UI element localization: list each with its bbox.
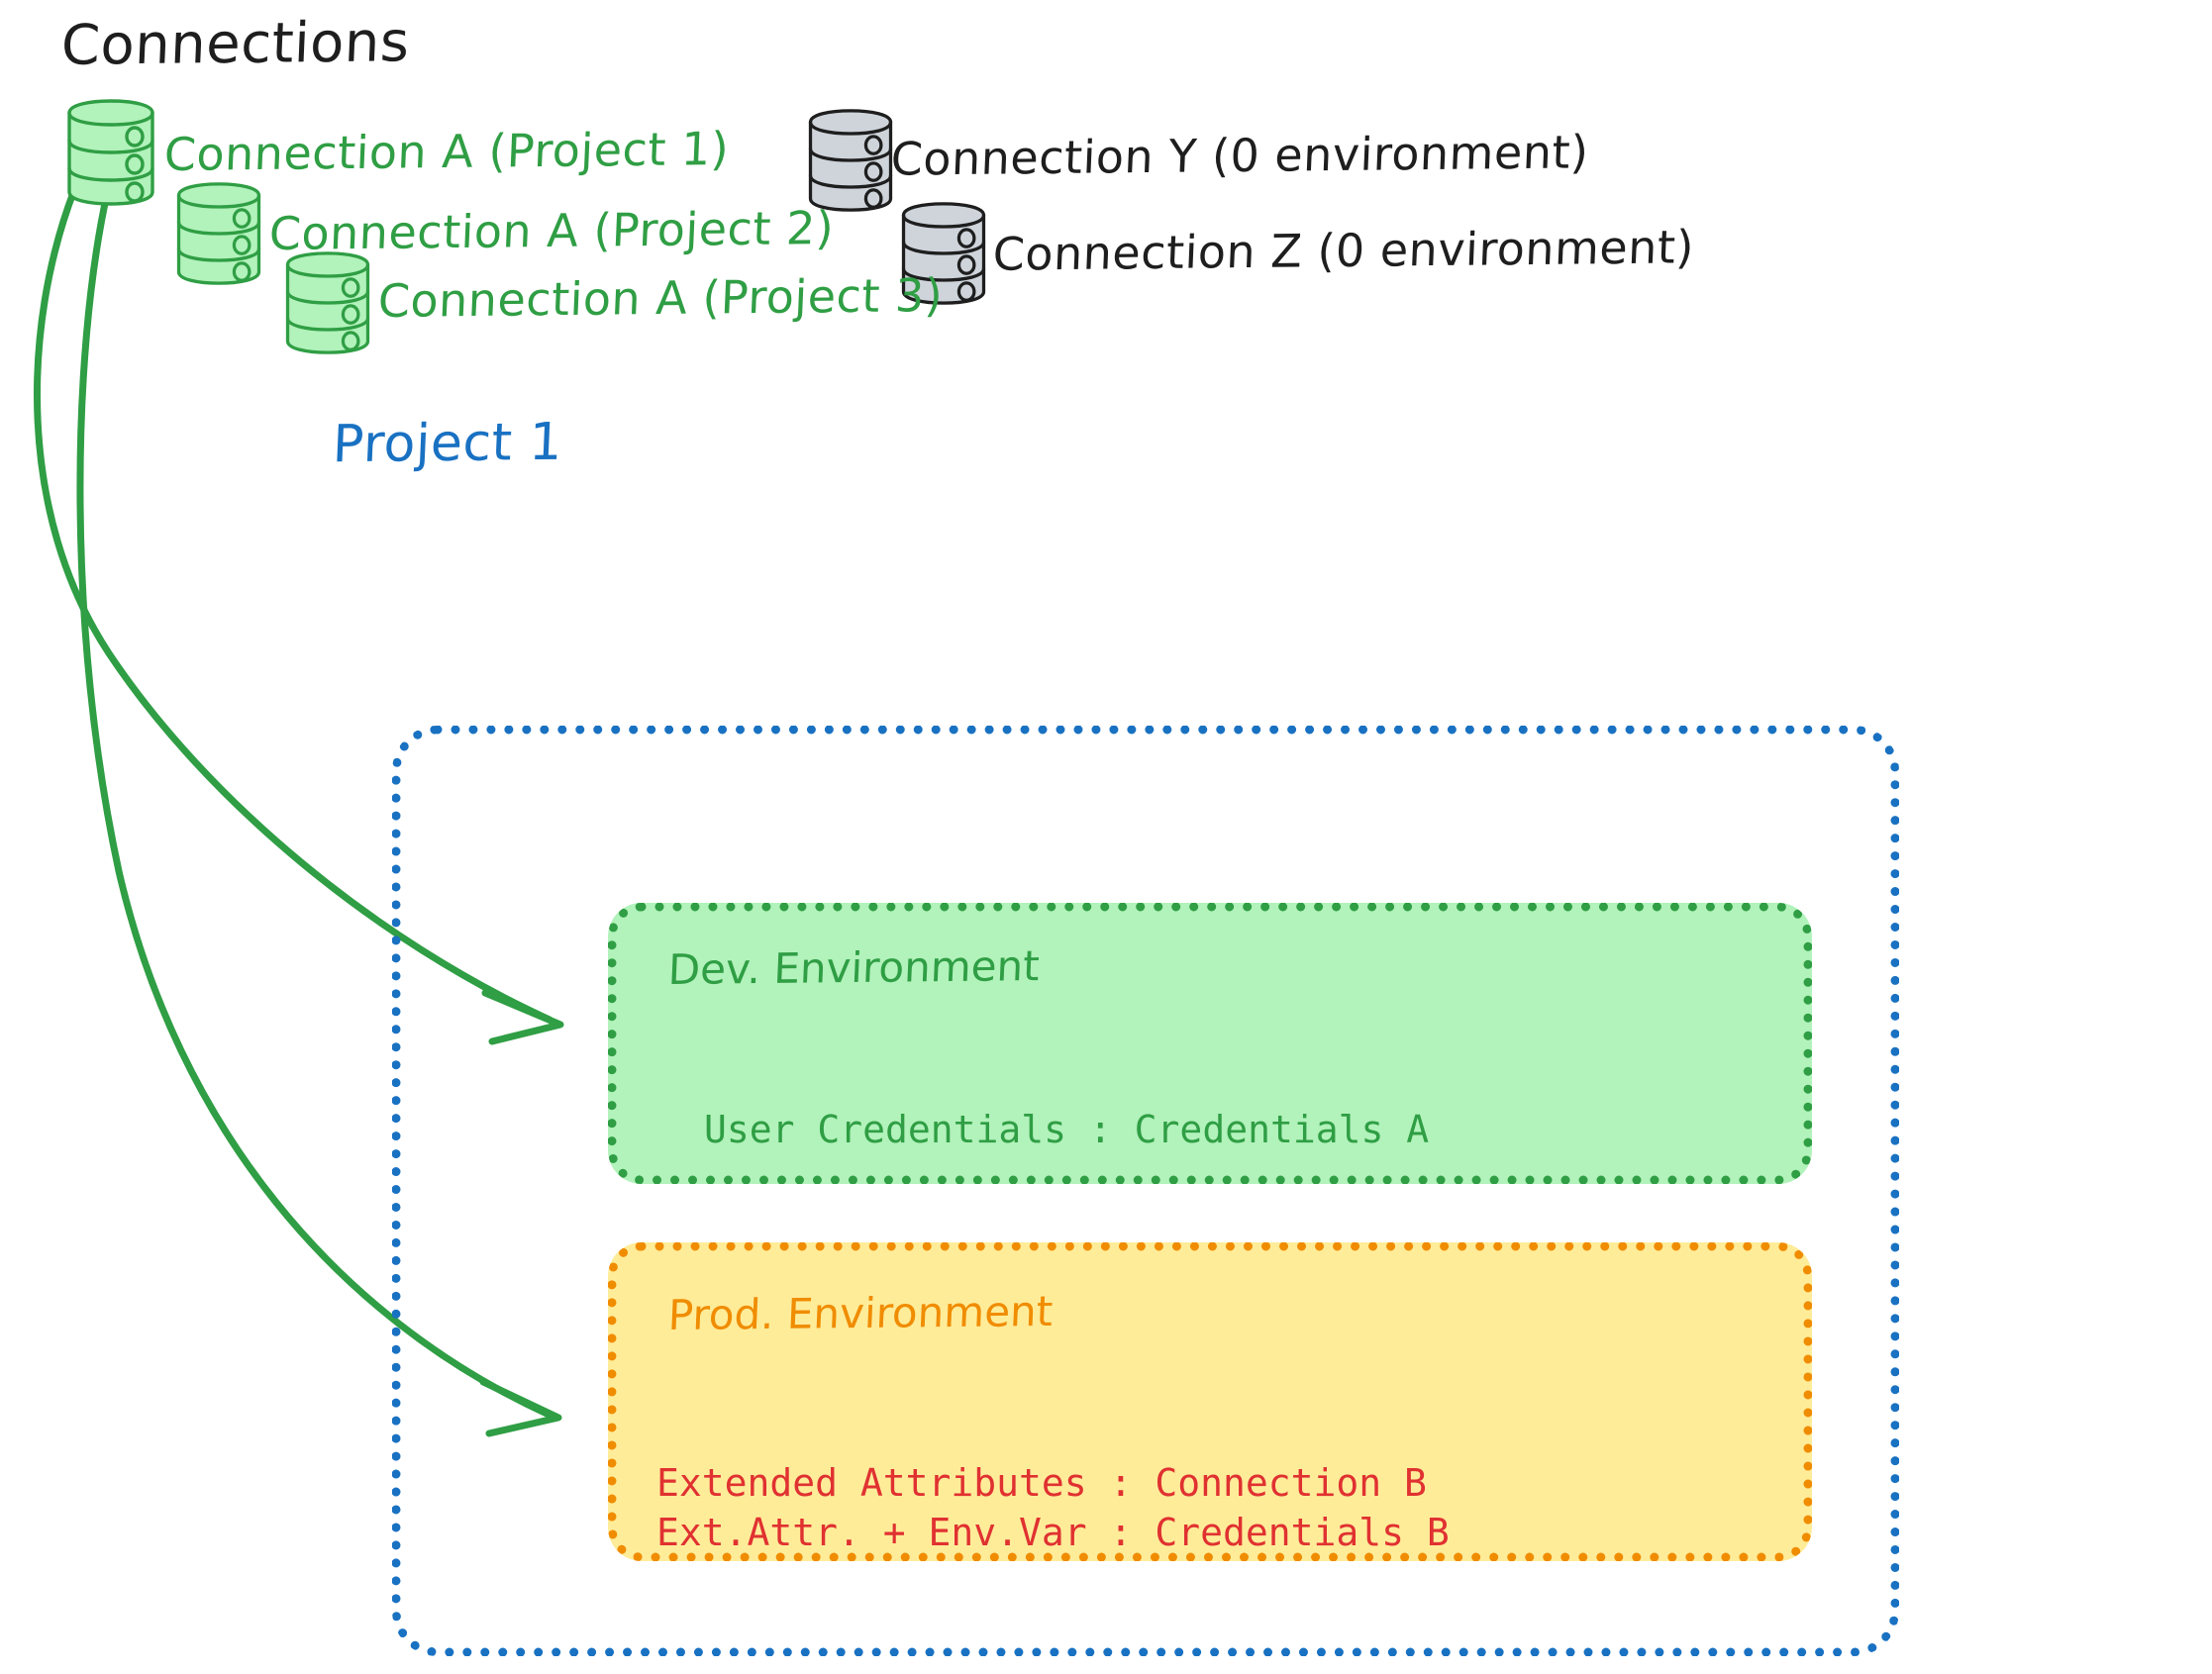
prod-environment-env-var-line: Ext.Attr. + Env.Var : Credentials B (656, 1511, 1450, 1554)
database-icon (901, 202, 986, 305)
database-icon (285, 251, 370, 354)
project-container (392, 726, 1899, 1656)
connection-label-conn-a-project-2: Connection A (Project 2) (267, 201, 836, 260)
database-icon (67, 99, 154, 206)
dev-environment-credentials-line: User Credentials : Credentials A (704, 1108, 1430, 1151)
connection-label-conn-a-project-3: Connection A (Project 3) (376, 268, 945, 328)
prod-environment-title: Prod. Environment (666, 1286, 1055, 1340)
connection-label-conn-a-project-1: Connection A (Project 1) (162, 122, 731, 181)
connection-label-conn-z: Connection Z (0 environment) (991, 220, 1696, 281)
connection-label-conn-y: Connection Y (0 environment) (889, 125, 1590, 186)
database-icon (176, 182, 261, 285)
dev-environment-title: Dev. Environment (666, 941, 1041, 994)
project-title: Project 1 (331, 412, 564, 475)
page-title: Connections (59, 10, 411, 78)
prod-environment-box: Prod. Environment Extended Attributes : … (608, 1242, 1812, 1561)
dev-environment-box: Dev. Environment User Credentials : Cred… (608, 903, 1812, 1184)
database-icon (808, 109, 893, 212)
prod-environment-extended-attributes-line: Extended Attributes : Connection B (656, 1461, 1427, 1505)
